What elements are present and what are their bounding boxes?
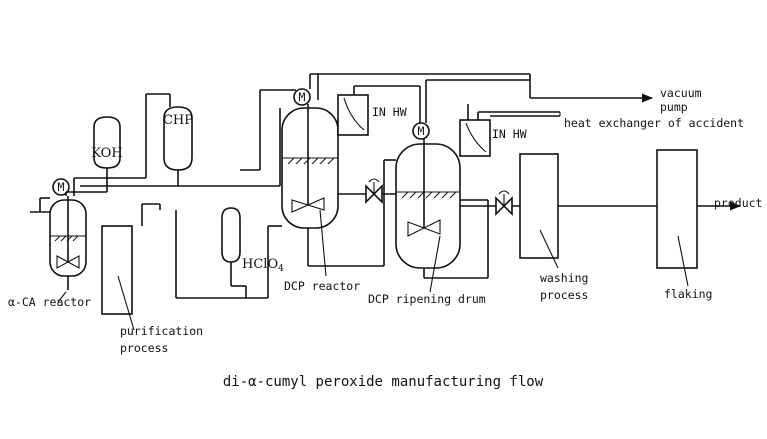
koh-label: KOH <box>91 146 122 161</box>
motor-label: M <box>299 90 306 104</box>
chp-label: CHP <box>163 113 193 128</box>
motor-icon: M <box>412 122 430 140</box>
heat-exchanger-2: IN HW <box>459 119 527 157</box>
heat-exchanger-accident-label: heat exchanger of accident <box>564 116 744 130</box>
dcp-reactor-vessel <box>281 104 339 229</box>
hclo4-tank: HClO4 <box>221 207 284 274</box>
washing-process-box <box>519 153 559 259</box>
heat-exchanger-1: IN HW <box>337 94 407 136</box>
leader-lines <box>57 209 689 331</box>
alpha-ca-reactor-label: α-CA reactor <box>8 295 91 309</box>
koh-tank: KOH <box>91 116 123 169</box>
alpha-ca-reactor-vessel <box>49 196 87 277</box>
motor-label: M <box>58 180 65 194</box>
motor-label: M <box>418 124 425 138</box>
vacuum-pump-label-line2: pump <box>660 100 688 114</box>
dcp-ripening-drum-label: DCP ripening drum <box>368 292 486 306</box>
piping <box>30 73 742 299</box>
valve-icon <box>495 190 513 216</box>
purification-label-line2: process <box>120 341 168 355</box>
purification-label-line1: purification <box>120 324 203 338</box>
motor-icon: M <box>52 178 70 196</box>
in-hw-label-1: IN HW <box>372 105 407 119</box>
product-label: product <box>714 196 762 210</box>
dcp-reactor-label: DCP reactor <box>284 279 360 293</box>
motor-icon: M <box>293 88 311 106</box>
flaking-label: flaking <box>664 287 712 301</box>
flaking-box <box>656 149 698 269</box>
diagram-caption: di-α-cumyl peroxide manufacturing flow <box>223 374 544 390</box>
washing-label-line1: washing <box>540 271 588 285</box>
washing-label-line2: process <box>540 288 588 302</box>
purification-process-box <box>101 225 133 315</box>
hclo4-label: HClO4 <box>242 257 284 274</box>
valve-icon <box>365 178 383 204</box>
dcp-ripening-drum-vessel <box>395 138 461 269</box>
chp-tank: CHP <box>163 106 193 171</box>
in-hw-label-2: IN HW <box>492 127 527 141</box>
vacuum-pump-label-line1: vacuum <box>660 86 702 100</box>
